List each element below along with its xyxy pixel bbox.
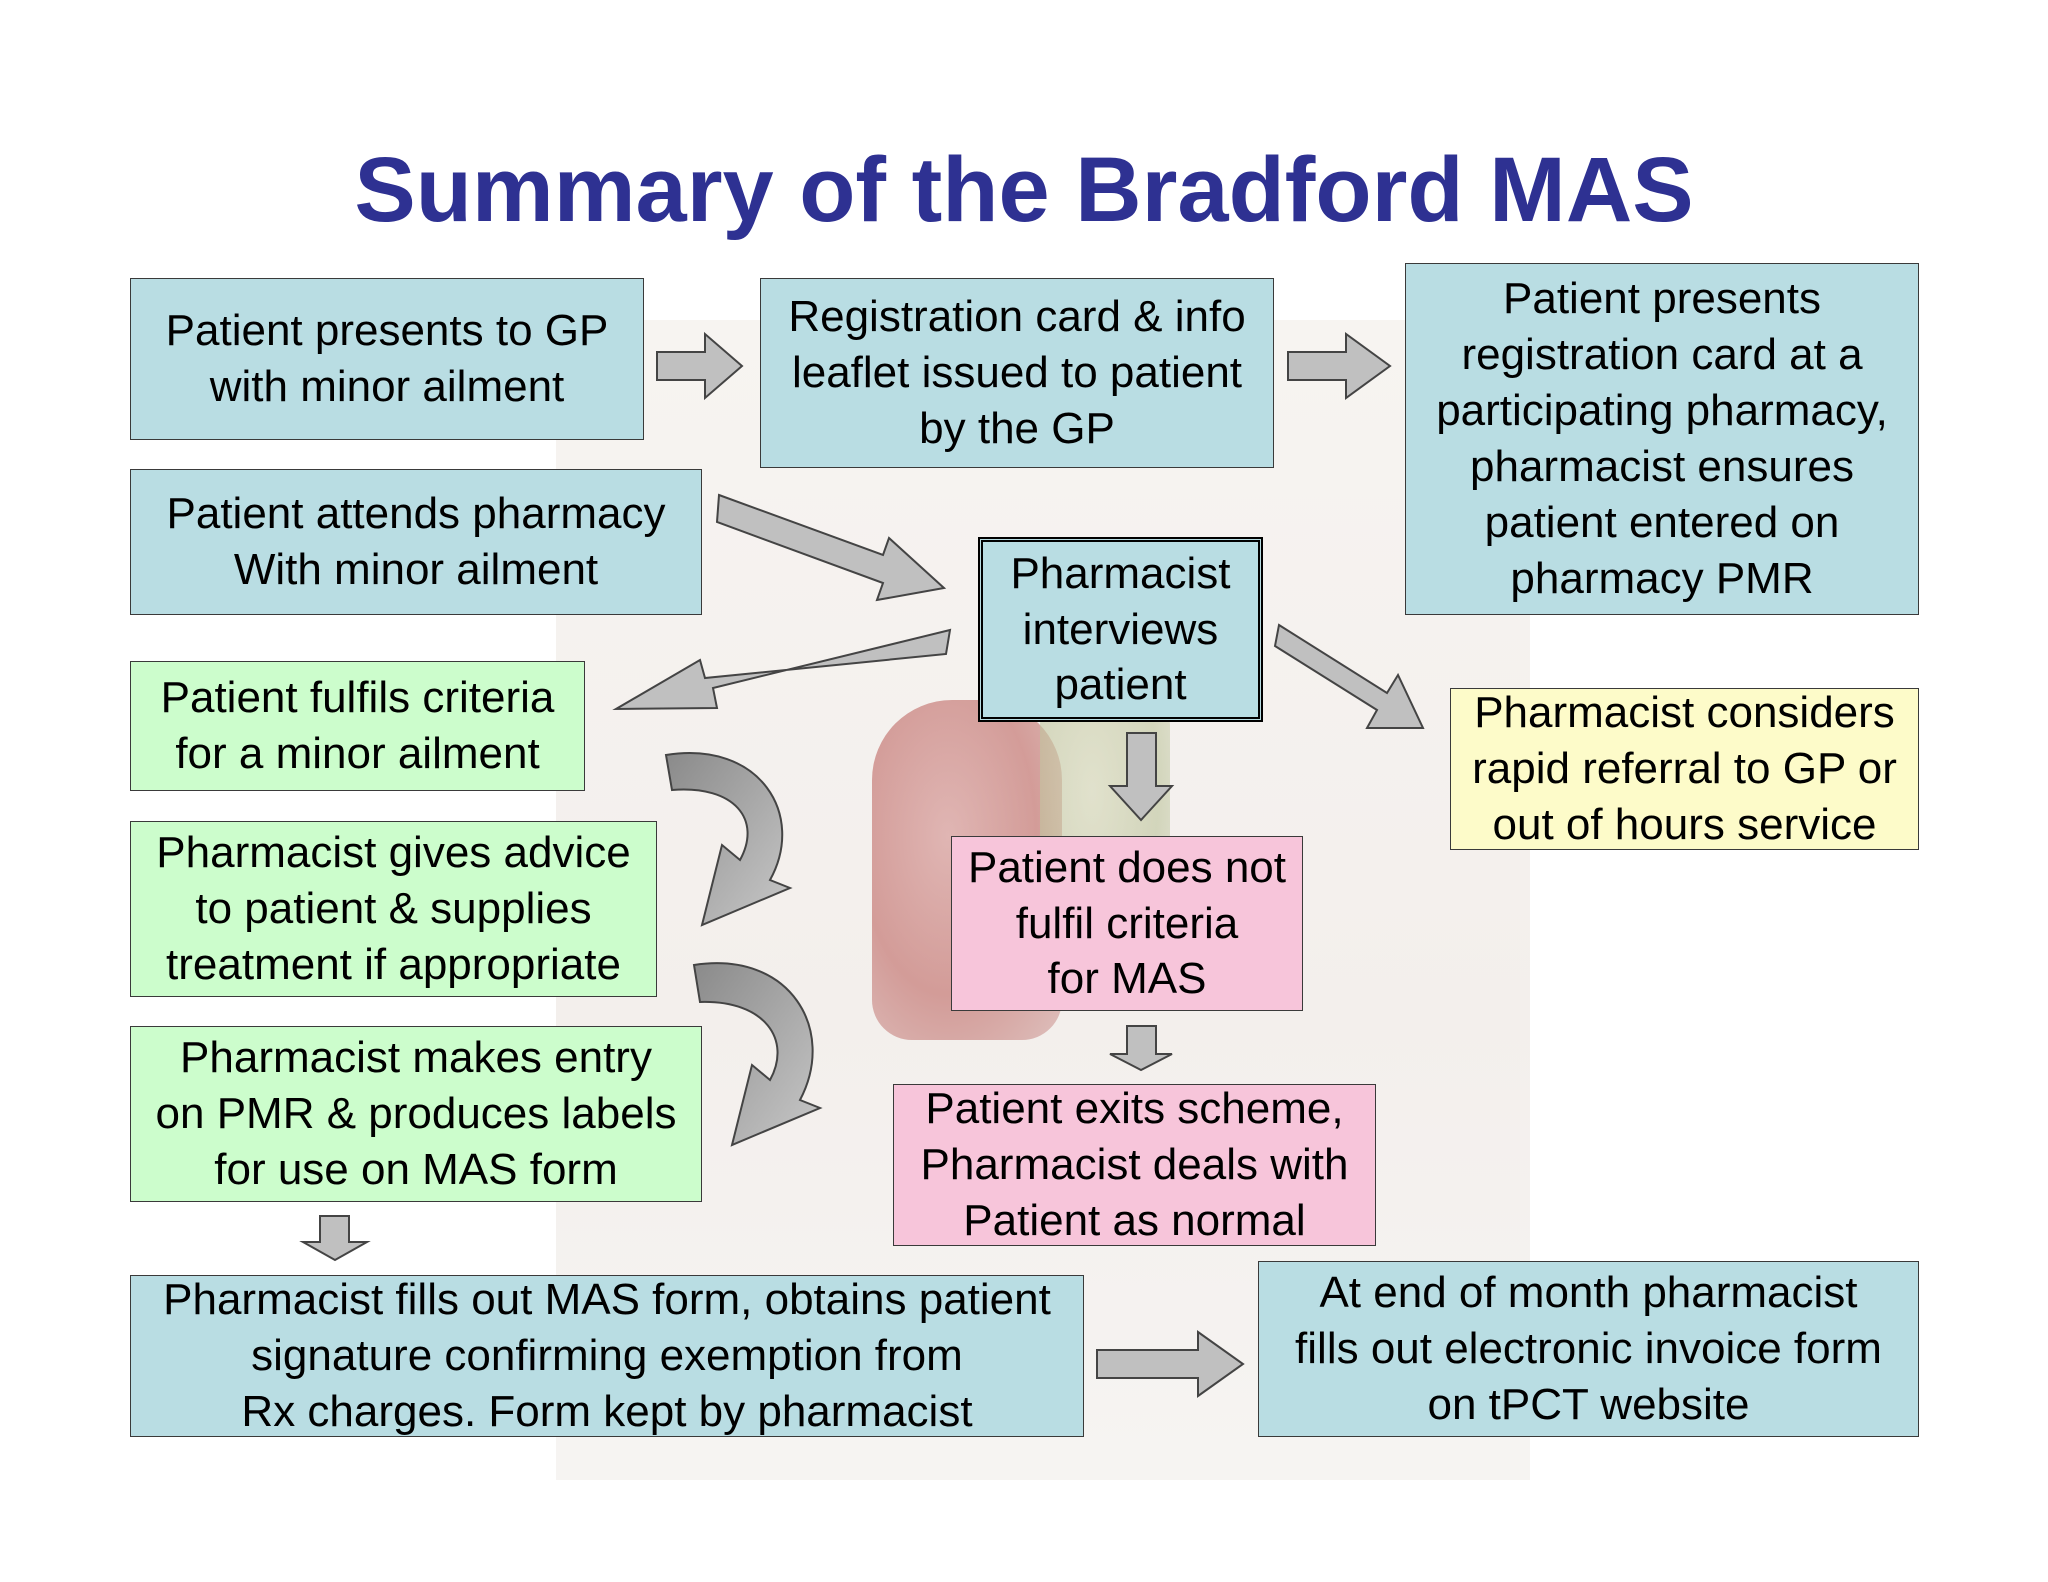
box-end-of-month: At end of month pharmacist fills out ele… [1258,1261,1919,1437]
box-text: Patient does not fulfil criteria for MAS [967,842,1286,1004]
arrow-right-icon [656,331,744,401]
box-text: Registration card & info leaflet issued … [788,292,1246,453]
arrow-diagonal-icon [1273,623,1425,729]
arrow-down-icon [1107,732,1175,822]
arrow-down-icon [1109,1025,1173,1072]
box-patient-presents-gp: Patient presents to GP with minor ailmen… [130,278,644,440]
box-text: Patient presents to GP with minor ailmen… [165,306,609,411]
box-text: Patient presents registration card at a … [1436,274,1888,603]
box-registration-card: Registration card & info leaflet issued … [760,278,1274,468]
arrow-right-icon [1096,1330,1245,1398]
box-pharmacist-interviews: Pharmacist interviews patient [978,537,1263,722]
box-text: Pharmacist gives advice to patient & sup… [156,828,631,989]
box-text: At end of month pharmacist fills out ele… [1295,1268,1882,1429]
box-text: Pharmacist fills out MAS form, obtains p… [163,1275,1051,1436]
curved-arrow-icon [664,752,793,927]
box-attends-pharmacy: Patient attends pharmacy With minor ailm… [130,469,702,615]
curved-arrow-icon [692,962,823,1147]
arrow-diagonal-icon [612,628,952,711]
box-text: Pharmacist makes entry on PMR & produces… [155,1033,677,1194]
box-fulfils-criteria: Patient fulfils criteria for a minor ail… [130,661,585,791]
box-text: Patient fulfils criteria for a minor ail… [160,673,555,778]
box-text: Patient attends pharmacy With minor ailm… [166,489,666,594]
box-fills-mas-form: Pharmacist fills out MAS form, obtains p… [130,1275,1084,1437]
page-title: Summary of the Bradford MAS [354,139,1694,241]
arrow-down-icon [299,1215,371,1262]
box-presents-registration-card: Patient presents registration card at a … [1405,263,1919,615]
box-text: Pharmacist considers rapid referral to G… [1472,688,1897,849]
box-does-not-fulfil: Patient does not fulfil criteria for MAS [951,836,1303,1011]
box-gives-advice: Pharmacist gives advice to patient & sup… [130,821,657,997]
arrow-right-icon [1287,332,1392,400]
box-exits-scheme: Patient exits scheme, Pharmacist deals w… [893,1084,1376,1246]
box-makes-entry: Pharmacist makes entry on PMR & produces… [130,1026,702,1202]
box-text: Pharmacist interviews patient [1010,548,1231,710]
box-rapid-referral: Pharmacist considers rapid referral to G… [1450,688,1919,850]
arrow-diagonal-icon [715,493,947,602]
box-text: Patient exits scheme, Pharmacist deals w… [920,1084,1349,1245]
